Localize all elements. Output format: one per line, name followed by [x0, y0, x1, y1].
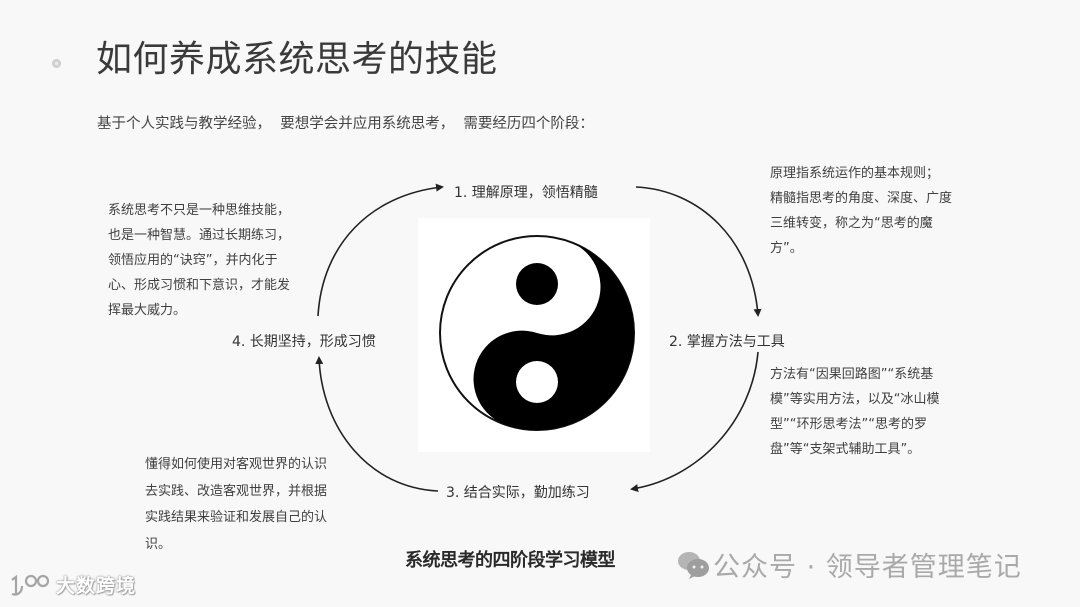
- note-line: 三维转变，称之为“思考的魔: [770, 216, 933, 231]
- title-bullet-icon: [52, 59, 61, 68]
- note-line: 模”等实用方法，以及“冰山模: [770, 392, 940, 407]
- stage-4-label: 4. 长期坚持，形成习惯: [232, 334, 376, 350]
- watermark-text: 公众号 · 领导者管理笔记: [713, 552, 1022, 583]
- note-line: 心、形成习惯和下意识，才能发: [108, 278, 291, 293]
- note-line: 盘”等“支架式辅助工具”。: [770, 442, 921, 457]
- brand-logo: 大数跨境: [8, 571, 136, 598]
- wechat-icon: [678, 552, 709, 579]
- note-line: 系统思考不只是一种思维技能，: [108, 203, 291, 218]
- note-line: 型”“环形思考法”“思考的罗: [770, 417, 927, 432]
- note-line: 去实践、改造客观世界，并根据: [145, 483, 328, 499]
- note-line: 领悟应用的“诀窍”，并内化于: [108, 253, 278, 268]
- stage-1-label: 1. 理解原理，领悟精髓: [454, 185, 598, 201]
- note-line: 实践结果来验证和发展自己的认: [145, 510, 328, 525]
- note-line: 识。: [145, 536, 172, 552]
- logo-text: 大数跨境: [56, 575, 137, 597]
- note-top-right: 原理指系统运作的基本规则； 精髓指思考的角度、深度、广度 三维转变，称之为“思考…: [770, 161, 970, 261]
- 100-logo-icon: [11, 574, 50, 596]
- note-bottom-left: 懂得如何使用对客观世界的认识 去实践、改造客观世界，并根据 实践结果来验证和发展…: [145, 452, 345, 558]
- note-line: 挥最大威力。: [108, 303, 187, 318]
- note-line: 方法有“因果回路图”“系统基: [770, 367, 934, 382]
- yin-yang-icon: [439, 235, 635, 431]
- note-line: 方”。: [770, 241, 803, 256]
- page-title: 如何养成系统思考的技能: [96, 39, 498, 80]
- note-line: 精髓指思考的角度、深度、广度: [770, 191, 953, 206]
- note-bottom-right: 方法有“因果回路图”“系统基 模”等实用方法，以及“冰山模 型”“环形思考法”“…: [770, 362, 970, 462]
- note-line: 也是一种智慧。通过长期练习，: [108, 228, 291, 243]
- stage-3-label: 3. 结合实际，勤加练习: [446, 485, 590, 501]
- note-line: 原理指系统运作的基本规则；: [770, 166, 940, 181]
- diagram-caption: 系统思考的四阶段学习模型: [405, 550, 616, 571]
- note-line: 懂得如何使用对客观世界的认识: [145, 457, 328, 472]
- page-subtitle: 基于个人实践与教学经验， 要想学会并应用系统思考， 需要经历四个阶段：: [97, 116, 594, 132]
- note-top-left: 系统思考不只是一种思维技能， 也是一种智慧。通过长期练习， 领悟应用的“诀窍”，…: [108, 198, 308, 323]
- yin-yang-image: [418, 218, 650, 452]
- stage-2-label: 2. 掌握方法与工具: [669, 334, 785, 350]
